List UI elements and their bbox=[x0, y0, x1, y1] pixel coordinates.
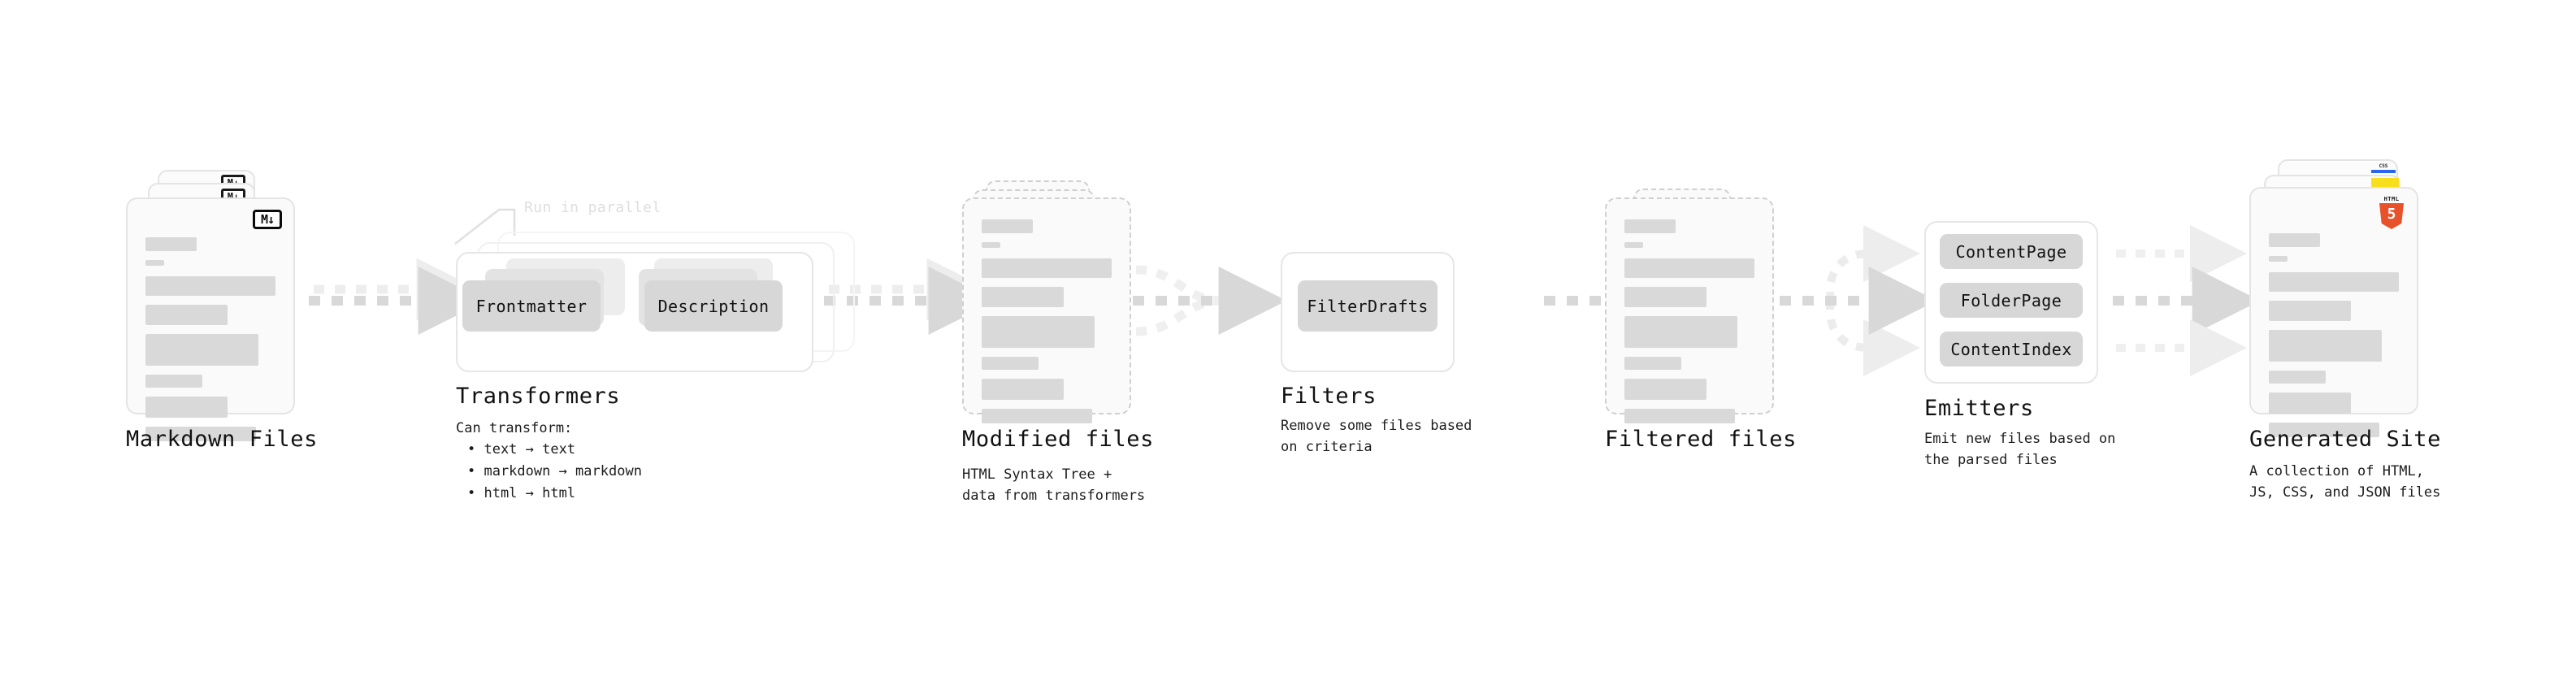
html5-icon-word: HTML bbox=[2383, 196, 2400, 202]
html5-icon: HTML 5 bbox=[2378, 197, 2405, 229]
transformers-caption-item-2: • html → html bbox=[467, 485, 576, 501]
chip-description[interactable]: Description bbox=[644, 280, 783, 332]
modified-files-title: Modified files bbox=[962, 427, 1154, 452]
skeleton-bars bbox=[145, 237, 275, 450]
markdown-sheet-front: M↓ bbox=[126, 197, 295, 441]
markdown-icon: M↓ bbox=[253, 210, 282, 229]
transformers-caption-item-0: • text → text bbox=[467, 441, 576, 458]
run-in-parallel-label: Run in parallel bbox=[524, 199, 661, 216]
arrow-modified-to-filters bbox=[1133, 265, 1287, 336]
chip-filterdrafts[interactable]: FilterDrafts bbox=[1298, 280, 1438, 332]
filters-caption: Remove some files based on criteria bbox=[1281, 418, 1472, 455]
transformers-caption-heading: Can transform: bbox=[456, 420, 573, 436]
modified-files-caption: HTML Syntax Tree + data from transformer… bbox=[962, 466, 1146, 504]
chip-frontmatter[interactable]: Frontmatter bbox=[462, 280, 601, 332]
transformers-caption-item-1: • markdown → markdown bbox=[467, 463, 642, 479]
css-icon-label: CSS bbox=[2379, 163, 2388, 169]
transformers-title: Transformers bbox=[456, 384, 621, 409]
markdown-files-title: Markdown Files bbox=[126, 427, 318, 452]
css-icon: CSS bbox=[2370, 164, 2396, 176]
modified-sheet-front bbox=[962, 197, 1131, 423]
chip-contentindex[interactable]: ContentIndex bbox=[1940, 332, 2083, 367]
filters-title: Filters bbox=[1281, 384, 1377, 409]
emitters-title: Emitters bbox=[1924, 396, 2034, 421]
arrow-markdown-to-transformers bbox=[309, 258, 487, 335]
skeleton-bars bbox=[2269, 233, 2399, 446]
site-sheet-front: HTML 5 bbox=[2249, 187, 2418, 437]
chip-folderpage[interactable]: FolderPage bbox=[1940, 283, 2083, 318]
chip-contentpage[interactable]: ContentPage bbox=[1940, 234, 2083, 269]
emitters-caption: Emit new files based on the parsed files bbox=[1924, 431, 2116, 468]
filtered-files-title: Filtered files bbox=[1605, 427, 1797, 452]
filtered-sheet-front bbox=[1605, 197, 1774, 423]
arrow-emitters-to-site bbox=[2113, 225, 2261, 376]
skeleton-bars bbox=[982, 219, 1112, 432]
html5-icon-shield: 5 bbox=[2379, 203, 2404, 229]
skeleton-bars bbox=[1624, 219, 1754, 432]
generated-site-title: Generated Site bbox=[2249, 427, 2441, 452]
css-icon-bar bbox=[2371, 170, 2396, 173]
generated-site-caption: A collection of HTML, JS, CSS, and JSON … bbox=[2249, 463, 2441, 501]
arrow-filtered-to-emitters bbox=[1780, 225, 1937, 376]
